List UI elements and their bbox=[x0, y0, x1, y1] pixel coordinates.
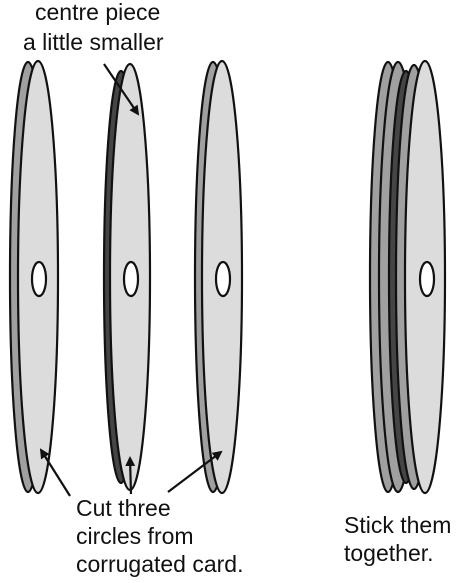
stick-note-line-2: together. bbox=[344, 540, 434, 566]
cut-pointer-right-arrow-icon bbox=[167, 450, 223, 493]
centre-hole-icon bbox=[214, 260, 232, 298]
cut-pointer-middle-arrow-icon bbox=[125, 456, 136, 495]
cut-note-line-3: corrugated card. bbox=[76, 551, 243, 577]
centre-pointer-arrow-icon bbox=[103, 63, 140, 116]
centre-hole-icon bbox=[30, 260, 48, 298]
cut-pointer-left-arrow-icon bbox=[39, 448, 71, 497]
cut-note-line-1: Cut three bbox=[76, 495, 171, 521]
disc-middle-icon bbox=[102, 62, 152, 492]
stick-note-line-1: Stick them bbox=[344, 512, 451, 538]
centre-note-line-1: centre piece bbox=[35, 0, 160, 25]
disc-left-icon bbox=[8, 59, 60, 495]
centre-hole-icon bbox=[418, 260, 436, 298]
disc-stack-icon bbox=[368, 59, 447, 495]
centre-note-line-2: a little smaller bbox=[23, 29, 164, 55]
centre-hole-icon bbox=[122, 260, 140, 298]
disc-right-icon bbox=[193, 59, 244, 495]
cut-note-line-2: circles from bbox=[76, 523, 194, 549]
